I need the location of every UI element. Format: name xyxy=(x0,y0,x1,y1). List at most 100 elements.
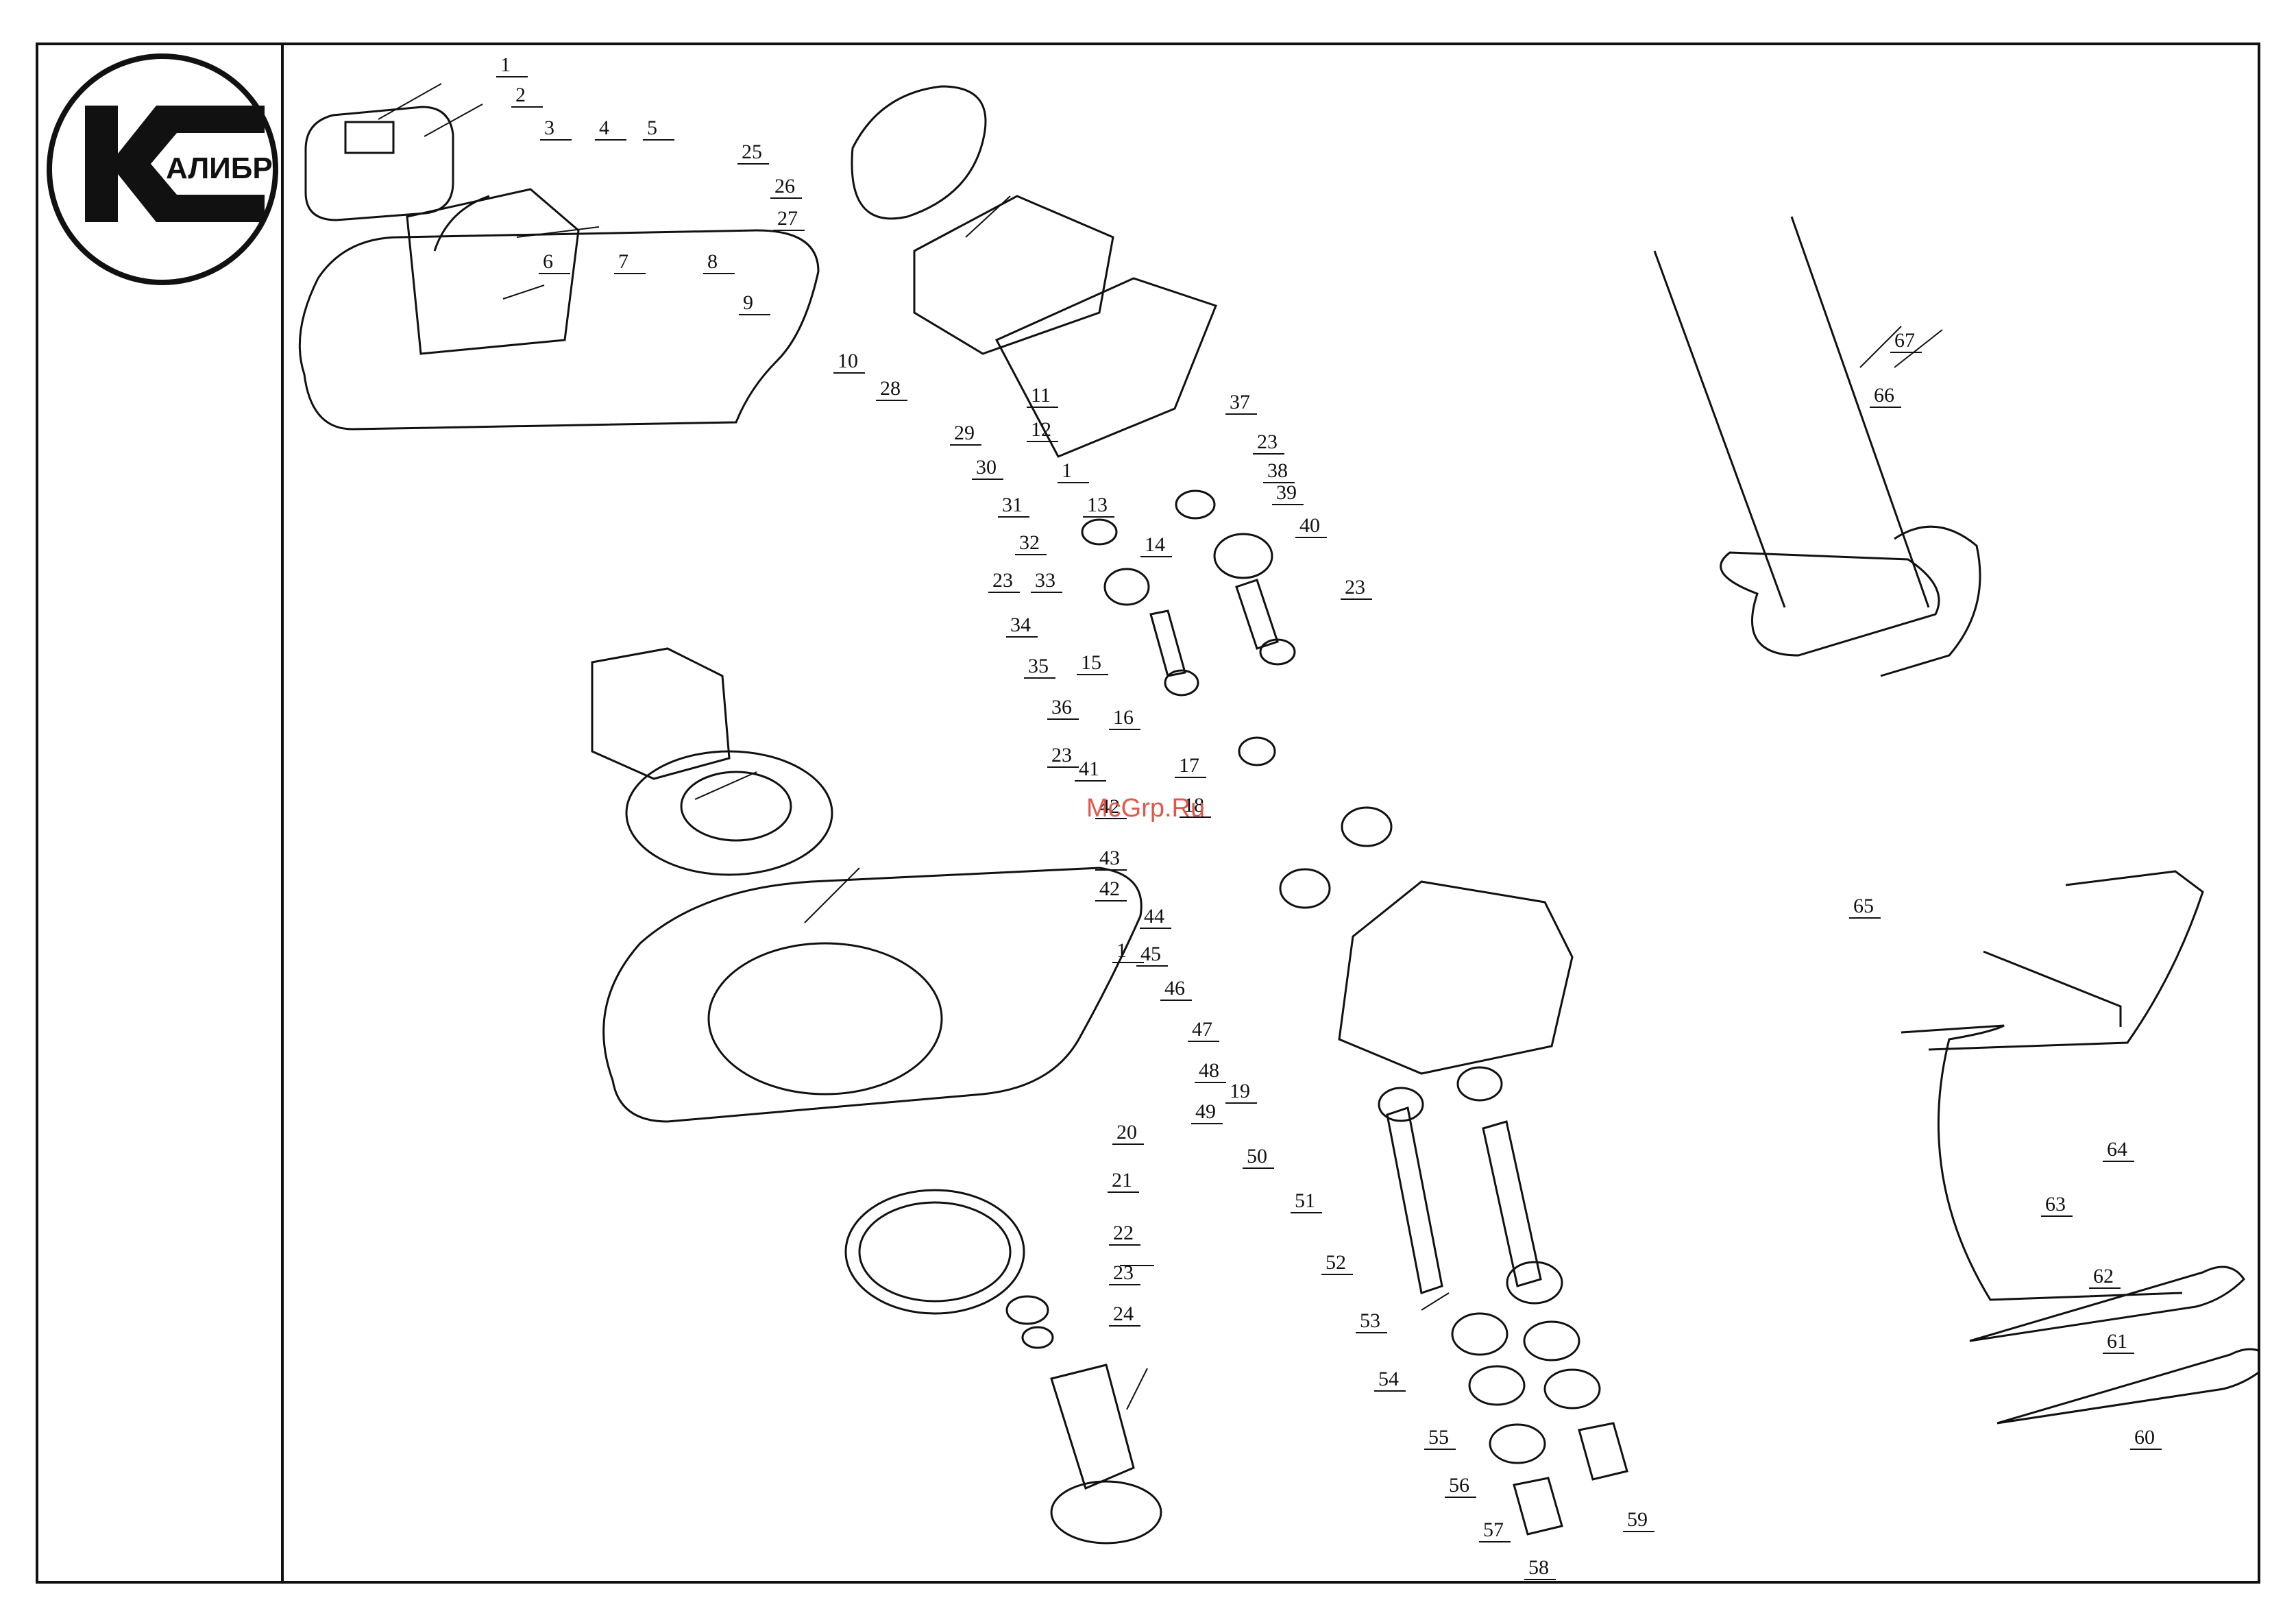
part-number-label: 46 xyxy=(1164,977,1185,1000)
part-number-label: 48 xyxy=(1199,1059,1219,1082)
part-number-label: 13 xyxy=(1087,494,1108,516)
part-number-label: 34 xyxy=(1010,614,1031,636)
part-number-label: 55 xyxy=(1428,1426,1449,1449)
part-number-label: 1 xyxy=(1062,459,1072,482)
gear-35 xyxy=(1105,569,1149,605)
part-number-label: 66 xyxy=(1874,384,1894,407)
lower-housing-opening xyxy=(709,943,942,1094)
part-number-label: 1 xyxy=(1116,939,1127,962)
part-number-label: 47 xyxy=(1192,1018,1212,1041)
part-number-label: 65 xyxy=(1853,895,1874,917)
seal-56 xyxy=(1469,1366,1524,1405)
shaft-36 xyxy=(1151,611,1185,676)
part-number-label: 4 xyxy=(599,117,609,139)
shaft-40 xyxy=(1236,580,1278,649)
part-number-label: 29 xyxy=(954,422,975,444)
part-number-label: 23 xyxy=(1113,1261,1134,1284)
part-number-label: 27 xyxy=(777,207,798,230)
part-number-label: 21 xyxy=(1112,1169,1132,1191)
hex-key-65 xyxy=(1983,952,2121,1027)
part-number-label: 1 xyxy=(500,53,511,76)
part-number-label: 16 xyxy=(1113,706,1134,729)
part-number-label: 59 xyxy=(1627,1508,1648,1531)
bearing-55 xyxy=(1452,1314,1507,1355)
paddle-blade-upper xyxy=(1881,526,1980,676)
part-number-label: 19 xyxy=(1230,1080,1250,1102)
illustration xyxy=(300,86,2258,1543)
fan-ring-outer xyxy=(846,1190,1024,1314)
part-number-label: 62 xyxy=(2093,1265,2114,1287)
gearbox-upper-shape xyxy=(914,196,1113,354)
leader-8 xyxy=(517,227,599,237)
leader-24 xyxy=(1127,1368,1147,1409)
leader-lines xyxy=(378,84,1942,1409)
part-number-label: 52 xyxy=(1326,1251,1346,1274)
part-number-label: 44 xyxy=(1144,905,1164,928)
part-number-label: 22 xyxy=(1113,1222,1134,1244)
part-number-label: 15 xyxy=(1081,651,1101,674)
part-number-label: 32 xyxy=(1019,531,1040,554)
gear-upper-right xyxy=(1342,808,1391,846)
leader-18 xyxy=(805,868,859,923)
part-number-label: 12 xyxy=(1031,418,1051,441)
part-number-label: 2 xyxy=(515,84,526,106)
part-number-label: 9 xyxy=(743,291,753,314)
part-number-label: 23 xyxy=(992,569,1013,592)
armature-core xyxy=(1051,1365,1134,1488)
part-number-label: 11 xyxy=(1031,384,1051,407)
paddle-blade xyxy=(1721,553,1939,655)
side-handle-64 xyxy=(1929,871,2203,1050)
part-number-label: 23 xyxy=(1051,744,1072,766)
part-number-label: 6 xyxy=(543,250,553,273)
part-number-label: 23 xyxy=(1257,431,1278,453)
leader-54 xyxy=(1421,1293,1449,1310)
part-number-label: 42 xyxy=(1099,877,1120,900)
part-number-label: 45 xyxy=(1140,943,1161,965)
part-number-label: 30 xyxy=(976,456,997,479)
nut-59 xyxy=(1579,1423,1627,1479)
part-number-label: 35 xyxy=(1028,655,1049,677)
part-number-label: 7 xyxy=(618,250,628,273)
part-number-label: 37 xyxy=(1230,391,1250,413)
side-handle-62 xyxy=(1901,1026,2182,1300)
part-number-label: 38 xyxy=(1267,459,1288,482)
bearing-23-lower xyxy=(1023,1327,1053,1348)
gasket-shape xyxy=(997,278,1216,457)
exploded-parts-diagram: 1234567891011121131415161718119202122232… xyxy=(284,45,2258,1581)
part-number-label: 26 xyxy=(774,175,795,197)
bearing-right xyxy=(1507,1262,1562,1303)
gearbox-body-shape xyxy=(1339,882,1572,1074)
part-number-label: 25 xyxy=(742,141,762,163)
bearing-upper-right xyxy=(1458,1067,1502,1100)
watermark: McGrp.Ru xyxy=(1086,794,1205,823)
gearbox-cover-shape xyxy=(852,86,986,219)
bearing-23-a xyxy=(1176,491,1214,518)
part-number-label: 43 xyxy=(1099,847,1120,869)
part-number-label: 58 xyxy=(1528,1556,1549,1579)
seal-right xyxy=(1524,1322,1579,1360)
paddle-shaft-67 xyxy=(1792,217,1929,607)
part-number-label: 50 xyxy=(1247,1145,1267,1167)
part-number-label: 51 xyxy=(1295,1189,1315,1212)
bearing-22 xyxy=(1007,1296,1048,1324)
circlip-57 xyxy=(1490,1425,1545,1463)
handle-housing-shape xyxy=(300,230,818,429)
leader-1 xyxy=(378,84,441,119)
bearing-23-c xyxy=(1082,520,1116,544)
spindle-53 xyxy=(1387,1108,1442,1293)
bearing-23-b xyxy=(1260,640,1295,664)
gear-48 xyxy=(1280,869,1330,908)
part-number-label: 61 xyxy=(2107,1330,2127,1353)
part-number-label: 3 xyxy=(544,117,554,139)
part-number-label: 31 xyxy=(1002,494,1023,516)
gear-39 xyxy=(1214,534,1272,578)
part-number-label: 63 xyxy=(2045,1193,2066,1215)
part-number-label: 5 xyxy=(647,117,657,139)
part-number-label: 10 xyxy=(838,350,858,372)
part-number-label: 57 xyxy=(1483,1518,1504,1541)
part-number-label: 28 xyxy=(880,377,901,400)
top-cover-window xyxy=(345,122,393,153)
part-number-label: 49 xyxy=(1195,1100,1216,1123)
leader-28 xyxy=(966,196,1010,237)
armature-fan xyxy=(1051,1481,1161,1543)
